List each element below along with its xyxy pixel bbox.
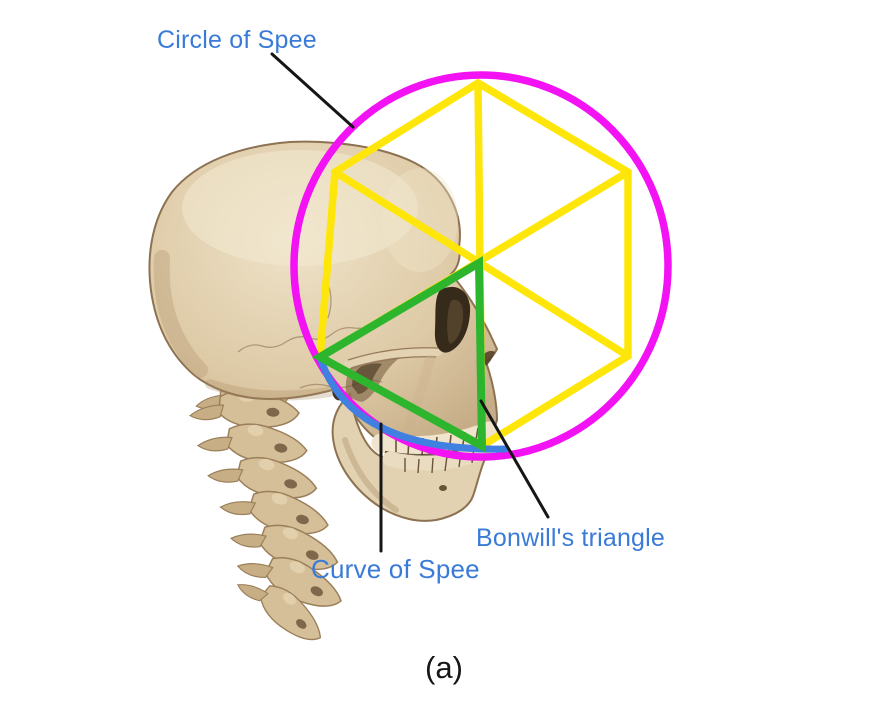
figure-caption: (a)	[425, 650, 463, 685]
circle-of-spee-pointer	[270, 52, 355, 129]
nasal-aperture	[483, 350, 495, 366]
zygomatic-arch	[344, 347, 442, 368]
bonwills-pointer	[479, 399, 550, 519]
label-curve-of-spee: Curve of Spee	[311, 554, 480, 584]
cervical-spine	[188, 379, 350, 652]
circle-of-spee-outline	[290, 71, 672, 461]
label-bonwills-triangle: Bonwill's triangle	[476, 524, 666, 552]
label-circle-of-spee: Circle of Spee	[157, 26, 317, 54]
bonwills-triangle-outline	[311, 256, 487, 453]
mental-foramen	[439, 485, 447, 491]
geometry-overlay	[270, 52, 672, 553]
pointer-lines	[270, 52, 550, 553]
